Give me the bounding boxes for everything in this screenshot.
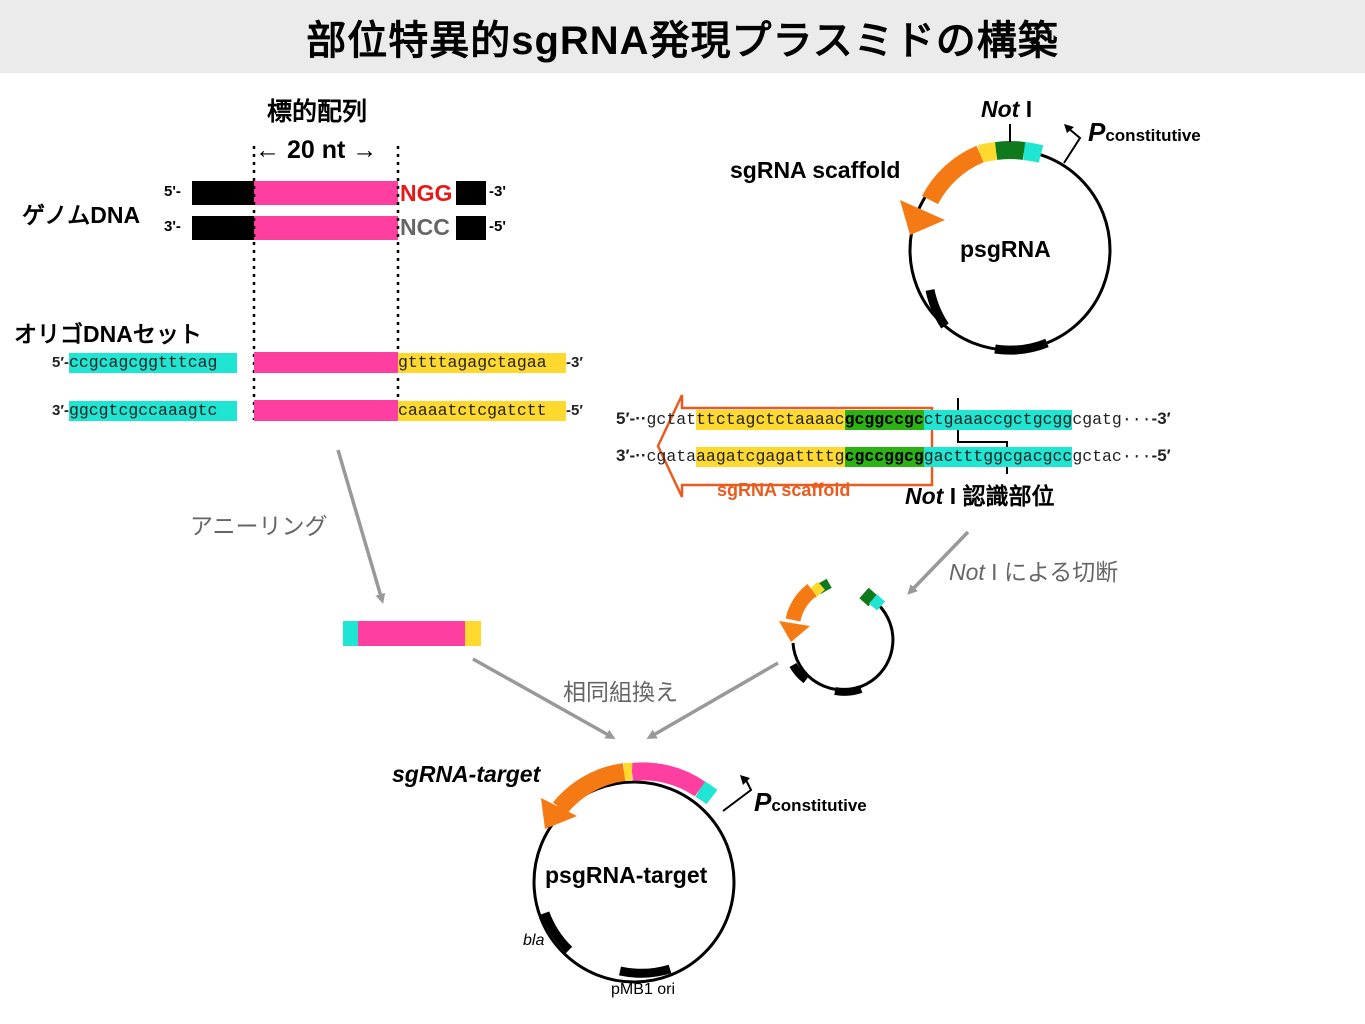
page-title: 部位特異的sgRNA発現プラスミドの構築: [306, 18, 1059, 63]
genome-top-left-flank: [192, 181, 254, 205]
cut-rest: I による切断: [984, 559, 1119, 585]
psgrna-yellow-segment: [977, 142, 998, 163]
pam-bottom: NCC: [400, 214, 450, 240]
target-sequence-label: 標的配列: [267, 98, 368, 126]
oligo-bottom-prefix: 3′-: [52, 402, 69, 419]
noti-roman: I: [1019, 96, 1033, 122]
recomb-arrow-left: [472, 657, 616, 739]
seq-bottom-suffix: -5′: [1151, 446, 1171, 465]
sequence-bottom-strand: 3′-··cgataaagatcgagattttgcgccggcggactttg…: [616, 446, 1171, 467]
sequence-scaffold-label: sgRNA scaffold: [717, 480, 851, 500]
noti-recognition-label: Not I 認識部位: [905, 477, 1055, 511]
genome-top-5prime: 5'-: [164, 183, 181, 200]
noti-site-italic: Not: [905, 483, 944, 509]
product-gene-label: sgRNA-target: [392, 761, 541, 787]
genome-top-3prime: -3': [489, 183, 506, 200]
recomb-arrow-right: [646, 661, 779, 740]
oligo-top-strand-right: gttttagagctagaa-3′: [398, 353, 583, 373]
oligo-bottom-strand-right: caaaatctcgatctt-5′: [398, 401, 583, 421]
seq-bottom-scaffold: aagatcgagattttg: [696, 447, 845, 467]
oligo-top-right-homology: gttttagagctagaa: [398, 353, 566, 373]
oligo-bottom-suffix: -5′: [566, 402, 583, 419]
pam-top: NGG: [400, 180, 453, 206]
product-ori-feature: [619, 964, 672, 978]
promoter-p: P: [1088, 117, 1106, 147]
seq-bottom-prefix: 3′-··: [616, 446, 647, 465]
seq-bottom-homology: gactttggcgacgcc: [923, 447, 1073, 467]
sequence-scaffold-outline: [656, 394, 934, 498]
oligo-bottom-target: [254, 400, 398, 421]
psgrna-scaffold-label: sgRNA scaffold: [730, 157, 901, 183]
oligo-bottom-strand: 3′-ggcgtcgccaaagtc: [52, 401, 237, 421]
psgrna-bla-feature: [925, 288, 949, 329]
annealing-arrow: [336, 449, 386, 604]
genome-top-right-flank: [456, 181, 486, 205]
seq-top-plain-left: gctat: [646, 410, 697, 429]
product-bla-feature: [540, 911, 573, 954]
psgrna-ori-feature: [994, 338, 1049, 355]
product-promoter-label: Pconstitutive: [754, 787, 867, 818]
noti-site-rest: I 認識部位: [943, 483, 1055, 509]
psgrna-scaffold-arrowhead: [900, 200, 945, 235]
sequence-top-strand: 5′-··gctatttctagctctaaaacgcggccgcctgaaac…: [616, 409, 1171, 430]
genome-bottom-target: [254, 216, 398, 240]
oligo-top-suffix: -3′: [566, 354, 583, 371]
oligo-bottom-left-homology: ggcgtcgccaaagtc: [68, 401, 237, 421]
genome-bottom-3prime: 3'-: [164, 218, 181, 235]
oligo-top-prefix: 5′-: [52, 354, 69, 371]
cut-italic: Not: [949, 559, 985, 585]
promoter-sub: constitutive: [1105, 126, 1201, 145]
oligo-bottom-right-homology: caaaatctcgatctt: [398, 401, 566, 421]
cut-arrow: [907, 530, 970, 595]
ori-label: pMB1 ori: [611, 981, 676, 998]
genome-dna-label: ゲノムDNA: [22, 202, 141, 228]
product-scaffold-arrowhead: [541, 798, 577, 829]
cut-plasmid: [779, 578, 895, 696]
psgrna-name: psgRNA: [960, 236, 1051, 262]
product-promoter-arrow: [722, 777, 753, 812]
seq-top-homology: ctgaaaccgctgcgg: [923, 410, 1073, 430]
psgrna-promoter-label: Pconstitutive: [1088, 117, 1201, 148]
genome-top-target: [254, 181, 398, 205]
genome-bottom-5prime: -5': [489, 218, 506, 235]
noti-italic: Not: [981, 96, 1020, 122]
psgrna-scaffold-arrow: [922, 145, 984, 205]
page-header: 部位特異的sgRNA発現プラスミドの構築: [0, 0, 1365, 73]
recombination-label: 相同組換え: [563, 679, 678, 705]
seq-top-noti-site: gcggccgc: [844, 410, 924, 430]
noti-cut-label: Not I による切断: [949, 553, 1118, 587]
seq-bottom-plain-right: gctac···: [1072, 447, 1152, 466]
oligo-top-left-homology: ccgcagcggtttcag: [68, 353, 237, 373]
product-scaffold-arrow: [553, 763, 626, 814]
genome-bottom-left-flank: [192, 216, 254, 240]
product-name: psgRNA-target: [545, 862, 708, 888]
oligo-top-strand: 5′-ccgcagcggtttcag: [52, 353, 237, 373]
seq-top-plain-right: cgatg···: [1072, 410, 1152, 429]
product-target-segment: [630, 762, 706, 797]
psgrna-plasmid: [900, 124, 1112, 355]
annealing-label: アニーリング: [190, 513, 328, 539]
psgrna-promoter-arrow: [1063, 127, 1082, 164]
product-promoter-p: P: [754, 787, 772, 817]
genome-bottom-right-flank: [456, 216, 486, 240]
oligo-set-label: オリゴDNAセット: [14, 321, 202, 347]
length-label: ← 20 nt →: [255, 136, 378, 164]
product-promoter-sub: constitutive: [771, 796, 867, 815]
annealed-insert: [343, 621, 481, 646]
oligo-top-target: [254, 352, 398, 373]
product-plasmid: [532, 762, 753, 984]
seq-bottom-plain-left: cgata: [646, 447, 697, 466]
seq-top-suffix: -3′: [1151, 409, 1171, 428]
seq-top-prefix: 5′-··: [616, 409, 647, 428]
psgrna-noti-segment: [994, 141, 1026, 160]
seq-bottom-noti-site: cgccggcg: [844, 447, 924, 467]
bla-label: bla: [523, 932, 545, 949]
seq-top-scaffold: ttctagctctaaaac: [696, 410, 845, 430]
psgrna-cyan-segment: [1023, 142, 1044, 163]
psgrna-noti-label: Not I: [981, 96, 1032, 123]
product-cyan-segment: [695, 781, 718, 805]
